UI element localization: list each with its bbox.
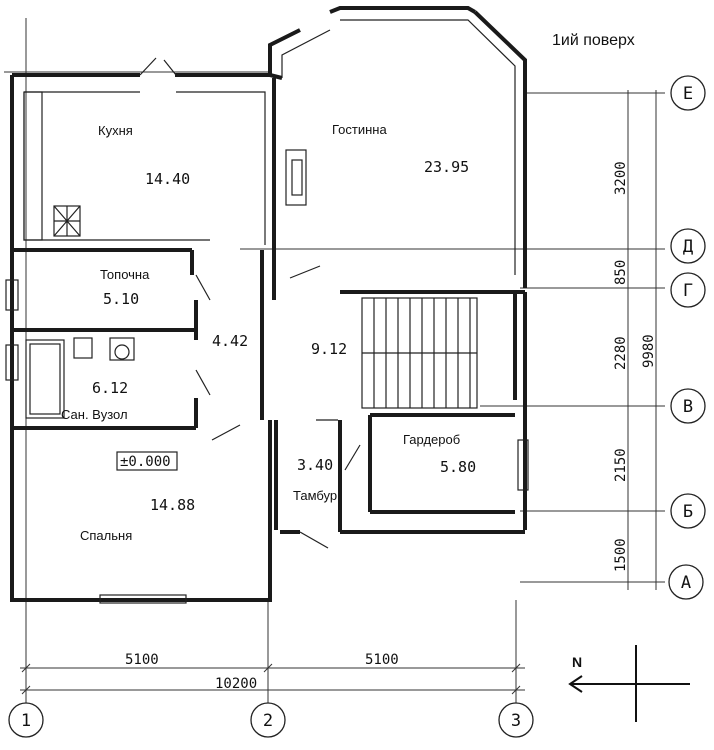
room-area: 6.12	[92, 379, 128, 397]
svg-text:В: В	[683, 397, 693, 417]
dim-right-5: 1500	[613, 538, 629, 572]
floor-title: 1ий поверх	[552, 32, 635, 49]
axis-bubble-d: Д	[670, 228, 706, 264]
dim-right-2: 850	[613, 260, 629, 285]
room-living: Гостинна 23.95	[332, 122, 469, 176]
dim-right-1: 3200	[613, 161, 629, 195]
room-boiler: Топочна 5.10	[100, 267, 150, 308]
room-bathroom: 6.12 Сан. Вузол	[61, 379, 128, 422]
room-area: 23.95	[424, 158, 469, 176]
stairs	[361, 297, 478, 409]
room-name: Тамбур	[293, 488, 337, 503]
svg-text:1: 1	[21, 711, 31, 731]
room-name: Сан. Вузол	[61, 407, 128, 422]
room-name: Кухня	[98, 123, 133, 138]
dim-bottom-2: 5100	[365, 652, 399, 668]
svg-text:Е: Е	[683, 84, 693, 104]
axis-bubble-b: Б	[670, 493, 706, 529]
svg-text:3: 3	[511, 711, 521, 731]
dim-bottom-1: 5100	[125, 652, 159, 668]
room-vestibule: 3.40 Тамбур	[293, 456, 337, 503]
room-name: Топочна	[100, 267, 150, 282]
room-wardrobe: Гардероб 5.80	[403, 432, 476, 476]
north-arrow: N	[568, 645, 690, 722]
svg-text:Г: Г	[683, 281, 693, 301]
right-dimensions: 3200 850 2280 2150 1500 9980	[613, 90, 657, 590]
room-bedroom: ±0.000 14.88 Спальня	[80, 451, 195, 543]
dim-bottom-total: 10200	[215, 676, 257, 692]
room-area: 5.10	[103, 290, 139, 308]
room-name: Гардероб	[403, 432, 460, 447]
room-name: Спальня	[80, 528, 132, 543]
svg-text:2: 2	[263, 711, 273, 731]
dim-right-total: 9980	[641, 334, 657, 368]
room-area: 5.80	[440, 458, 476, 476]
axis-bubble-1: 1	[8, 702, 44, 738]
room-area: 14.40	[145, 170, 190, 188]
north-label: N	[572, 654, 582, 670]
room-kitchen: Кухня 14.40	[98, 123, 190, 188]
room-area: 14.88	[150, 496, 195, 514]
axis-bubble-e: Е	[670, 75, 706, 111]
svg-text:Б: Б	[683, 502, 693, 522]
axis-bubble-a: А	[668, 564, 704, 600]
room-name: Гостинна	[332, 122, 387, 137]
level-mark-frame	[116, 451, 178, 471]
dim-right-3: 2280	[613, 336, 629, 370]
axis-bubble-2: 2	[250, 702, 286, 738]
level-mark: ±0.000	[120, 454, 171, 470]
dim-right-4: 2150	[613, 448, 629, 482]
room-area: 3.40	[297, 456, 333, 474]
bottom-dimensions: 5100 5100 10200	[20, 652, 525, 695]
axis-bubble-v: В	[670, 388, 706, 424]
room-corridor: 4.42	[212, 332, 248, 350]
walls	[5, 6, 529, 604]
room-area: 9.12	[311, 340, 347, 358]
svg-text:Д: Д	[683, 237, 693, 257]
axis-bubble-g: Г	[670, 272, 706, 308]
axis-bubble-3: 3	[498, 702, 534, 738]
room-hall: 9.12	[311, 340, 347, 358]
svg-text:А: А	[681, 573, 691, 593]
room-area: 4.42	[212, 332, 248, 350]
